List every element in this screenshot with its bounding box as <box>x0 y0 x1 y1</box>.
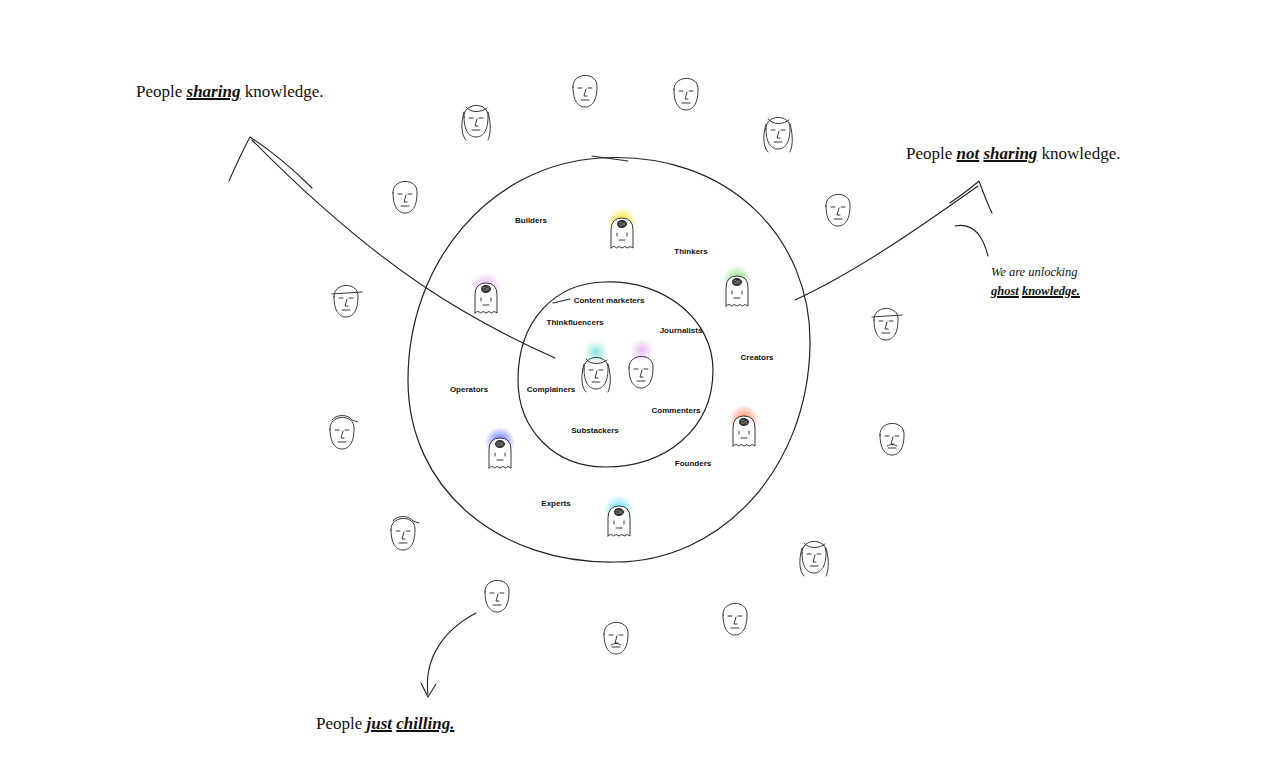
group-label: Builders <box>515 217 547 225</box>
arrow-head <box>950 181 992 213</box>
group-label: Journalists <box>660 327 703 335</box>
group-label: Content marketers <box>574 297 645 305</box>
face-sketch <box>582 357 610 392</box>
face-sketch <box>330 416 358 450</box>
ghost-figure <box>489 438 511 468</box>
arrow-head <box>421 683 436 697</box>
tick-mark <box>553 299 570 303</box>
face-sketch <box>391 517 419 551</box>
ghost-figure <box>726 276 748 306</box>
face-sketch <box>764 117 792 152</box>
group-label: Creators <box>741 354 774 362</box>
face-sketch <box>485 580 509 612</box>
group-label: Operators <box>450 386 488 394</box>
annotation: People just chilling. <box>316 714 454 734</box>
face-sketch <box>880 423 904 455</box>
ghost-figure <box>611 218 633 248</box>
face-sketch <box>872 308 902 340</box>
outline-path <box>408 158 810 563</box>
ghost-figure <box>608 506 630 536</box>
leader-arrow <box>252 140 555 358</box>
group-label: Thinkers <box>674 248 707 256</box>
face-sketch <box>573 75 597 107</box>
circle-outline <box>510 275 720 475</box>
face-sketch <box>462 105 490 140</box>
annotation: People not sharing knowledge. <box>906 144 1120 164</box>
face-sketch <box>629 356 653 388</box>
outline-path <box>518 282 713 467</box>
face-sketch <box>393 181 417 213</box>
face-sketch <box>826 194 850 226</box>
face-sketch <box>800 541 828 576</box>
inner-circle: Content marketersThinkfluencersJournalis… <box>510 275 720 475</box>
ghost-figure <box>475 283 497 313</box>
face-sketch <box>604 622 628 654</box>
leader-line <box>955 225 988 256</box>
arrow-head <box>229 137 312 188</box>
annotation: People sharing knowledge. <box>136 82 324 102</box>
group-label: Experts <box>541 500 570 508</box>
face-sketch <box>723 603 747 635</box>
outer-circle: BuildersThinkersCreatorsFoundersExperts O… <box>400 150 820 570</box>
leader-arrow <box>427 613 476 694</box>
group-label: Substackers <box>571 427 619 435</box>
group-label: Thinkfluencers <box>547 319 604 327</box>
annotation: We are unlocking ghost knowledge. <box>991 263 1080 302</box>
group-label: Complainers <box>527 386 575 394</box>
face-sketch <box>332 285 362 317</box>
face-sketch <box>674 78 698 110</box>
group-label: Founders <box>675 460 711 468</box>
group-label: Commenters <box>652 407 701 415</box>
ghost-figure <box>733 416 755 446</box>
